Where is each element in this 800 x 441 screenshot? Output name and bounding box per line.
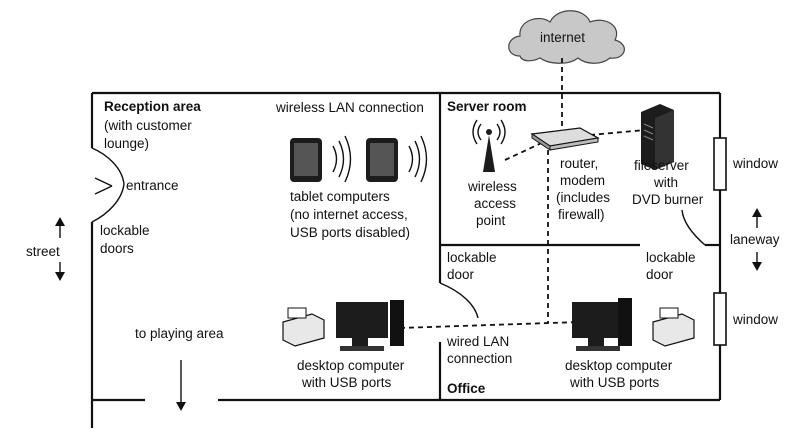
window-bottom-label: window — [732, 312, 778, 327]
router-label-1: router, — [560, 156, 598, 171]
window-frame-bottom — [713, 292, 727, 346]
wifi-waves-icon — [332, 135, 352, 183]
fileserver-label-2: with — [653, 175, 678, 190]
router-label-4: firewall) — [558, 207, 605, 222]
playing-area-arrow-icon — [176, 360, 186, 411]
tablets-label-3: USB ports disabled) — [290, 225, 410, 240]
office-door-label-1: lockable — [447, 250, 497, 265]
tablets-label-2: (no internet access, — [290, 207, 408, 222]
wap-label-3: point — [476, 213, 506, 228]
laneway-arrow-icon — [752, 208, 762, 271]
lockable-doors-label-1: lockable — [100, 223, 150, 238]
desktop-right-label-2: with USB ports — [569, 375, 660, 390]
reception-area-subtitle-2: lounge) — [104, 136, 149, 151]
laneway-label: laneway — [730, 232, 780, 247]
reception-area-title: Reception area — [104, 99, 201, 114]
tablets-label-1: tablet computers — [290, 189, 390, 204]
wifi-waves-icon — [408, 135, 428, 183]
desktop-computer-icon — [336, 300, 404, 351]
server-door-label-2: door — [646, 267, 674, 282]
desktop-right-label-1: desktop computer — [565, 358, 673, 373]
router-label-3: (includes — [556, 190, 610, 205]
router-icon — [530, 127, 600, 151]
server-door-label-1: lockable — [646, 250, 696, 265]
entrance-door-upper — [91, 147, 125, 185]
office-door-label-2: door — [447, 267, 475, 282]
server-door-swing — [681, 209, 706, 246]
entrance-door-lower — [91, 183, 125, 223]
playing-area-label: to playing area — [135, 326, 224, 341]
wap-label-1: wireless — [467, 179, 517, 194]
wired-lan-label-1: wired LAN — [446, 334, 509, 349]
entrance-label: entrance — [126, 178, 179, 193]
building-walls — [90, 91, 722, 428]
internet-label: internet — [540, 30, 585, 45]
wired-lan-label-2: connection — [447, 351, 512, 366]
desktop-computer-icon — [572, 298, 632, 351]
printer-icon — [282, 307, 325, 347]
desktop-left-label-2: with USB ports — [301, 375, 392, 390]
window-frame-top — [713, 137, 727, 191]
entrance-arrow — [94, 177, 113, 195]
fileserver-label-3: DVD burner — [632, 192, 704, 207]
desktop-left-label-1: desktop computer — [297, 358, 405, 373]
server-room-title: Server room — [447, 99, 527, 114]
tablet-icon — [366, 138, 398, 182]
office-door-swing — [439, 282, 479, 319]
router-label-2: modem — [560, 173, 605, 188]
fileserver-label-1: fileserver — [634, 158, 689, 173]
cloud-icon — [508, 10, 625, 64]
printer-icon — [652, 307, 695, 347]
office-title: Office — [447, 381, 486, 396]
tablet-icon — [290, 138, 322, 182]
wap-label-2: access — [474, 196, 516, 211]
server-tower-icon — [641, 104, 674, 170]
reception-area-subtitle-1: (with customer — [104, 118, 192, 133]
window-top-label: window — [732, 156, 778, 171]
wireless-lan-label: wireless LAN connection — [275, 100, 424, 115]
street-label: street — [26, 244, 60, 259]
lockable-doors-label-2: doors — [100, 241, 134, 256]
antenna-icon — [472, 119, 506, 172]
street-arrow-icon — [55, 217, 65, 281]
